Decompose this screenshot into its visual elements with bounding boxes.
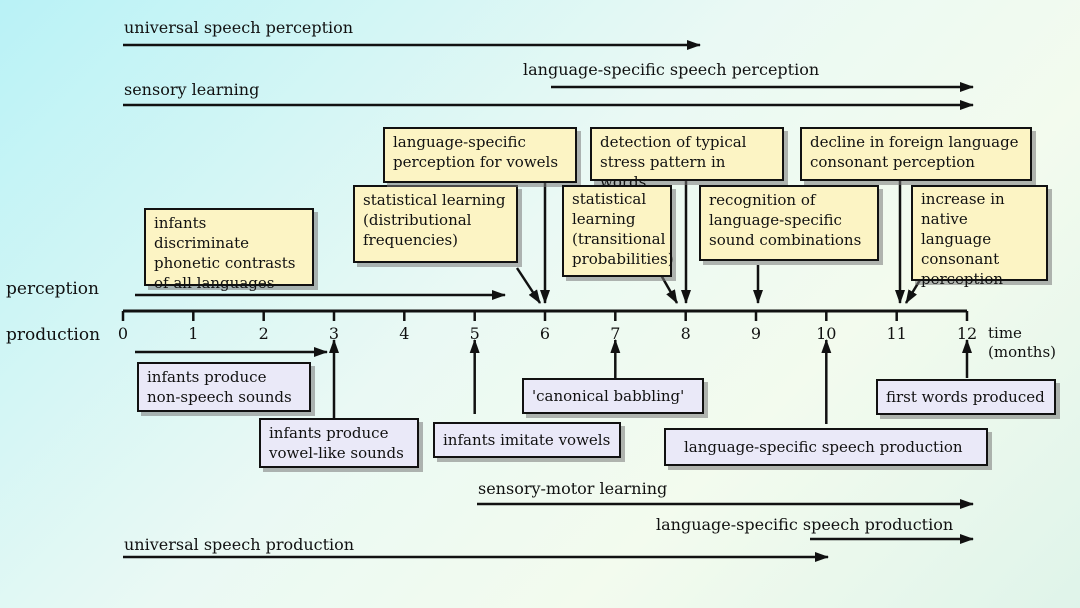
box-statistical-distributional: statistical learning (distributional fre… — [353, 185, 518, 263]
sensory-learning-label: sensory learning — [124, 80, 260, 99]
perception-label: perception — [6, 279, 99, 299]
box-first-words: first words produced — [876, 379, 1056, 415]
tick-label-0: 0 — [117, 324, 129, 343]
box-vowels: language-specific perception for vowels — [383, 127, 577, 183]
tick-label-5: 5 — [469, 324, 480, 343]
box-discriminate: infants discriminate phonetic contrasts … — [144, 208, 314, 292]
tick-label-7: 7 — [610, 324, 621, 343]
box-imitate: infants imitate vowels — [433, 422, 621, 458]
universal-production-label: universal speech production — [124, 535, 355, 554]
time-unit-label: time (months) — [988, 324, 1057, 361]
box-recognition: recognition of language-specific sound c… — [699, 185, 879, 261]
box-increase: increase in native language consonant pe… — [911, 185, 1048, 288]
box-non-speech: infants produce non-speech sounds — [137, 362, 311, 412]
tick-label-11: 11 — [886, 324, 907, 343]
lang-specific-production-label: language-specific speech production — [656, 515, 954, 534]
box-vowel-like: infants produce vowel-like sounds — [259, 418, 419, 468]
box-statistical-transitional: statistical learning (transitional proba… — [562, 185, 674, 277]
tick-label-6: 6 — [539, 324, 551, 343]
box-decline: decline in foreign language consonant pe… — [800, 127, 1032, 181]
box-lang-production: language-specific speech production — [664, 428, 988, 466]
tick-label-3: 3 — [328, 324, 340, 343]
tick-label-8: 8 — [680, 324, 691, 343]
tick-label-10: 10 — [816, 324, 837, 343]
tick-label-1: 1 — [188, 324, 199, 343]
arrow-distributional — [515, 267, 542, 304]
production-label: production — [6, 325, 101, 345]
tick-label-9: 9 — [750, 324, 762, 343]
arrow-increase — [904, 279, 922, 304]
box-stress: detection of typical stress pattern in w… — [590, 127, 784, 191]
tick-label-4: 4 — [399, 324, 410, 343]
lang-specific-perception-label: language-specific speech perception — [523, 60, 820, 79]
universal-perception-label: universal speech perception — [124, 18, 354, 37]
box-canonical: 'canonical babbling' — [522, 378, 704, 414]
tick-label-2: 2 — [258, 324, 269, 343]
sensory-motor-label: sensory-motor learning — [478, 479, 668, 498]
tick-label-12: 12 — [956, 324, 978, 343]
